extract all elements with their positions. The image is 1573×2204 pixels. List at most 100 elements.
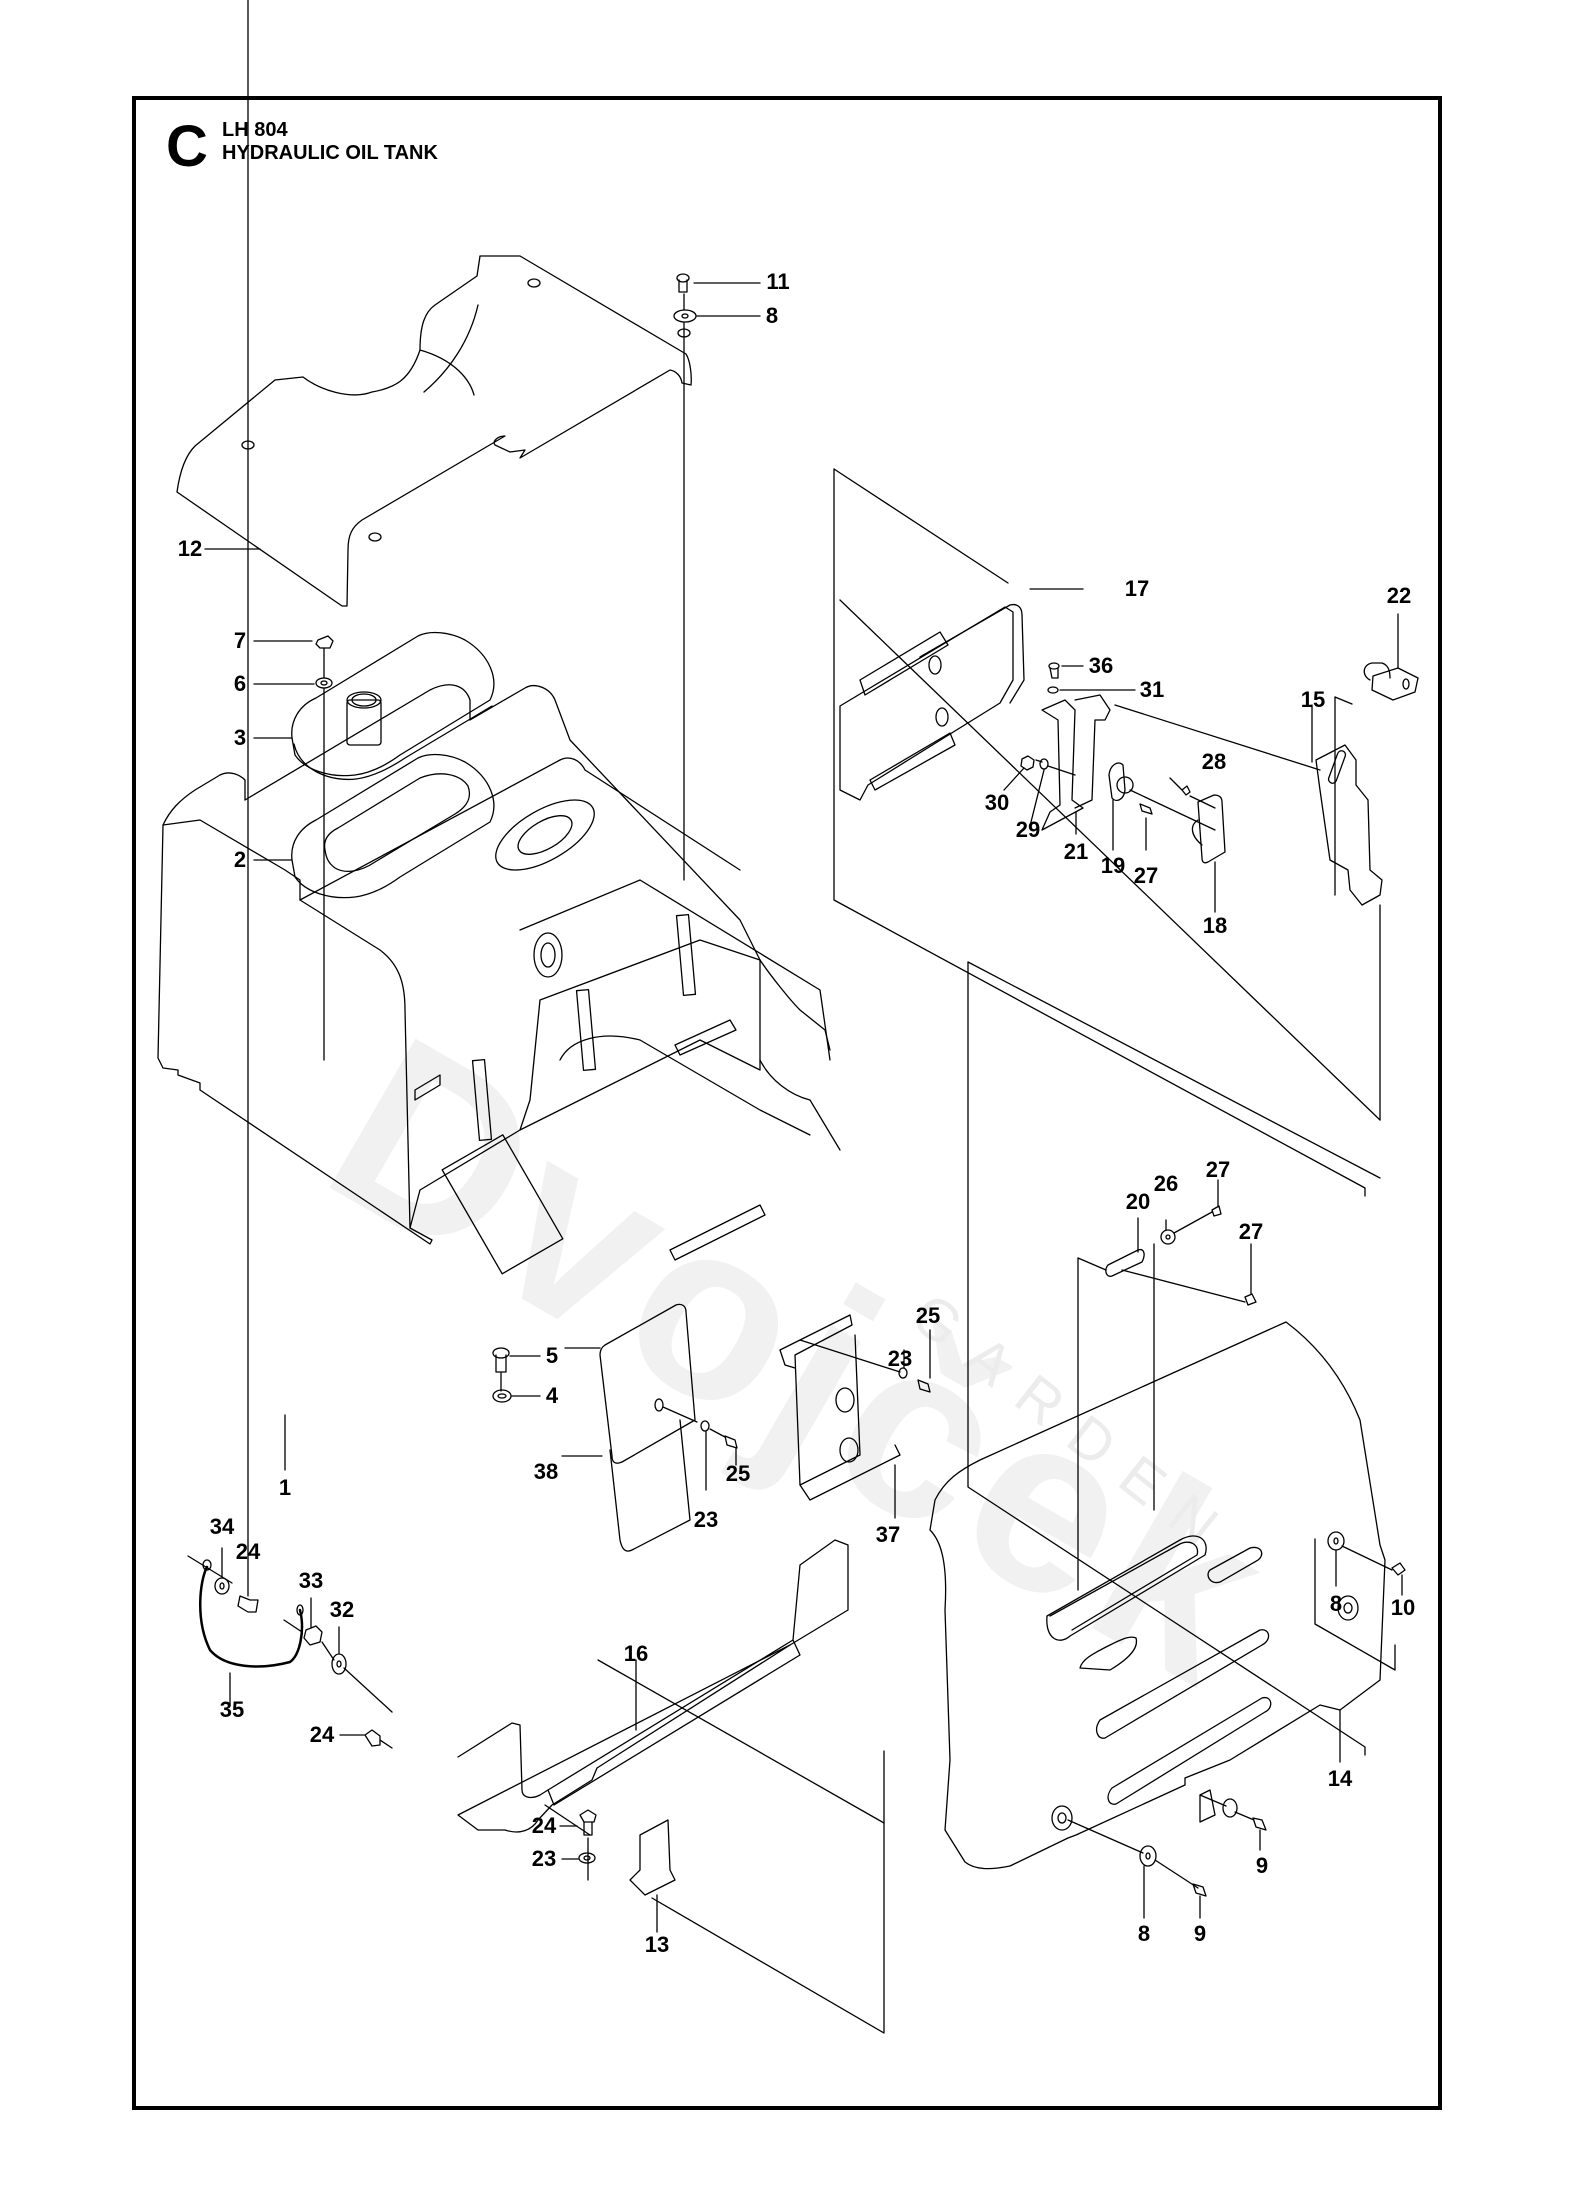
callout-6[interactable]: 6 [233,671,247,696]
part-24-screw-cable[interactable] [238,1596,258,1612]
part-3-cover-plate[interactable] [292,633,494,780]
callout-24-cable[interactable]: 24 [235,1539,261,1564]
callout-13[interactable]: 13 [644,1932,670,1957]
part-13-bracket[interactable] [630,1820,675,1895]
part-15-lock-plate[interactable] [1316,745,1382,905]
callout-38[interactable]: 38 [533,1459,559,1484]
part-23-washer-upper[interactable] [899,1368,907,1378]
part-27-screw-strip[interactable] [1245,1294,1256,1305]
callout-11[interactable]: 11 [766,269,790,294]
part-34-washer[interactable] [215,1578,229,1594]
part-12-top-cover[interactable] [177,256,691,606]
part-24-screw-bracket[interactable] [580,1810,596,1835]
part-8-washer-bottom[interactable] [1140,1846,1156,1866]
part-17-mounting-bracket[interactable] [840,605,1024,800]
callout-21[interactable]: 21 [1063,839,1089,864]
callout-29[interactable]: 29 [1015,817,1041,842]
callout-10[interactable]: 10 [1390,1595,1416,1620]
callout-23-upper[interactable]: 23 [887,1346,913,1371]
callout-9-center[interactable]: 9 [1255,1853,1269,1878]
part-23-washer-lower[interactable] [579,1853,595,1863]
diagram-title: HYDRAULIC OIL TANK [222,142,438,164]
callout-14[interactable]: 14 [1327,1766,1353,1791]
part-36-screw[interactable] [1049,663,1059,678]
callout-4[interactable]: 4 [545,1383,559,1408]
callout-37[interactable]: 37 [875,1522,901,1547]
callout-31[interactable]: 31 [1139,677,1165,702]
part-14-side-panel[interactable] [930,1322,1385,1869]
part-21-hinge-bracket[interactable] [1042,695,1110,830]
callout-32[interactable]: 32 [329,1597,355,1622]
callout-17[interactable]: 17 [1124,576,1150,601]
part-9-screw-bottom[interactable] [1193,1884,1206,1896]
part-4-washer[interactable] [493,1390,511,1402]
callout-7[interactable]: 7 [233,628,247,653]
part-23-washer-middle[interactable] [701,1421,709,1431]
part-28-screw[interactable] [1182,786,1190,795]
callout-8-top[interactable]: 8 [765,303,779,328]
model-number: LH 804 [222,119,288,141]
callout-26[interactable]: 26 [1153,1171,1179,1196]
part-5-plug-screw[interactable] [493,1348,509,1372]
part-27-screw-latch[interactable] [1140,804,1152,814]
part-29-washer[interactable] [1040,759,1048,769]
part-8-washer-right[interactable] [1328,1532,1344,1550]
callout-23-lower[interactable]: 23 [531,1846,557,1871]
callout-23-middle[interactable]: 23 [693,1507,719,1532]
callout-9-bottom[interactable]: 9 [1193,1921,1207,1946]
part-37-bracket[interactable] [780,1315,900,1500]
callout-12[interactable]: 12 [177,536,203,561]
callout-1[interactable]: 1 [278,1475,292,1500]
callout-34[interactable]: 34 [209,1514,235,1539]
callout-5[interactable]: 5 [545,1343,559,1368]
callout-35[interactable]: 35 [219,1697,245,1722]
part-2-gasket[interactable] [292,755,494,898]
callout-25-upper[interactable]: 25 [915,1303,941,1328]
part-25-screw-lower[interactable] [725,1436,737,1448]
callout-36[interactable]: 36 [1088,653,1114,678]
part-27-screw-strip-top[interactable] [1212,1206,1221,1216]
callout-20[interactable]: 20 [1125,1189,1151,1214]
part-32-washer[interactable] [332,1654,346,1674]
part-31-washer[interactable] [1048,687,1058,693]
callout-27-strip[interactable]: 27 [1238,1219,1264,1244]
part-18-latch-plate[interactable] [1192,795,1225,863]
callout-24-bracket[interactable]: 24 [531,1813,557,1838]
callout-2[interactable]: 2 [233,847,247,872]
part-16-support-rail[interactable] [458,1540,848,1832]
part-24-screw-rail[interactable] [365,1730,380,1746]
callout-8-right[interactable]: 8 [1329,1591,1343,1616]
part-20-strip-plate[interactable] [1106,1250,1144,1277]
callout-3[interactable]: 3 [233,725,247,750]
part-1-tank-body[interactable] [158,685,840,1274]
part-8-washer-top[interactable] [674,310,696,322]
part-26-washer[interactable] [1161,1230,1175,1244]
callout-30[interactable]: 30 [984,790,1010,815]
part-7-nut[interactable] [316,636,333,648]
part-35-ground-cable[interactable] [200,1560,303,1666]
part-30-nut[interactable] [1021,756,1034,770]
part-6-washer[interactable] [316,678,332,688]
callout-8-bottom[interactable]: 8 [1137,1921,1151,1946]
part-10-screw[interactable] [1392,1563,1405,1575]
part-38-cover-plate[interactable] [600,1304,695,1551]
callout-22[interactable]: 22 [1386,583,1412,608]
callout-16[interactable]: 16 [623,1641,649,1666]
callout-24-rail[interactable]: 24 [309,1722,335,1747]
part-25-screw-upper[interactable] [918,1380,930,1392]
callout-28[interactable]: 28 [1201,749,1227,774]
callout-25-lower[interactable]: 25 [725,1461,751,1486]
callout-33[interactable]: 33 [298,1568,324,1593]
callout-19[interactable]: 19 [1100,853,1126,878]
part-9-screw-center[interactable] [1253,1818,1266,1830]
section-letter: C [166,114,208,179]
callout-15[interactable]: 15 [1300,687,1326,712]
callout-27-latch[interactable]: 27 [1133,863,1159,888]
part-22-padlock[interactable] [1364,663,1418,700]
callout-27-strip-top[interactable]: 27 [1205,1157,1231,1182]
part-33-nut[interactable] [304,1626,322,1645]
part-19-latch[interactable] [1109,763,1133,800]
part-11-screw[interactable] [677,274,689,292]
callout-18[interactable]: 18 [1202,913,1228,938]
